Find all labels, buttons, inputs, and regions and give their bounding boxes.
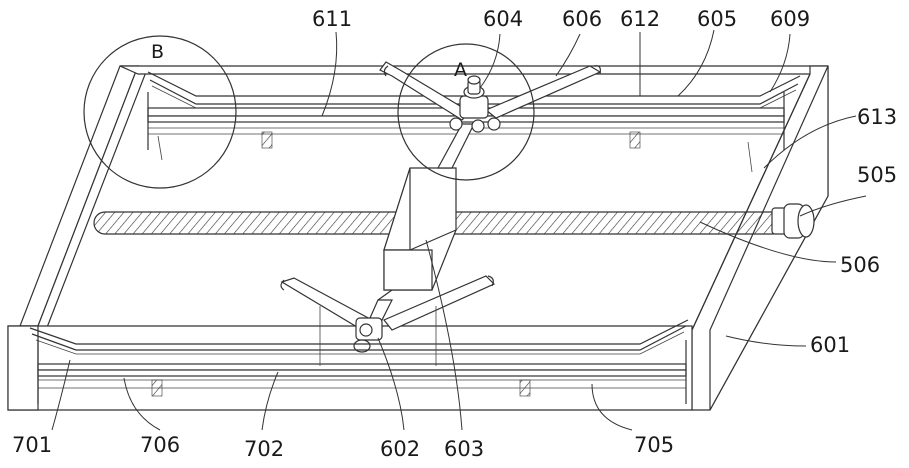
label-611: 611 [312,7,352,31]
spring-left-front [151,379,163,397]
label-613: 613 [857,105,897,129]
spring-left-back [261,131,273,149]
detail-circle-b [83,35,237,189]
label-706: 706 [140,433,180,457]
handwheel [771,203,815,239]
label-506: 506 [840,253,880,277]
spring-right-front [519,379,531,397]
label-604: 604 [483,7,523,31]
label-603: 603 [444,437,484,461]
upper-arms [379,61,602,133]
detail-label-b: B [151,41,164,63]
reference-labels: 611 604 606 612 605 609 613 505 506 601 … [12,7,897,461]
label-601: 601 [810,333,850,357]
leader-lines [51,29,867,431]
detail-label-a: A [454,59,467,81]
lower-arms [280,275,496,353]
label-702: 702 [244,437,284,461]
label-605: 605 [697,7,737,31]
label-701: 701 [12,433,52,457]
label-505: 505 [857,163,897,187]
label-612: 612 [620,7,660,31]
spring-right-back [629,131,641,149]
label-705: 705 [634,433,674,457]
label-609: 609 [770,7,810,31]
detail-circle-a [397,43,535,181]
front-clamp-assembly [29,306,689,404]
label-606: 606 [562,7,602,31]
label-602: 602 [380,437,420,461]
